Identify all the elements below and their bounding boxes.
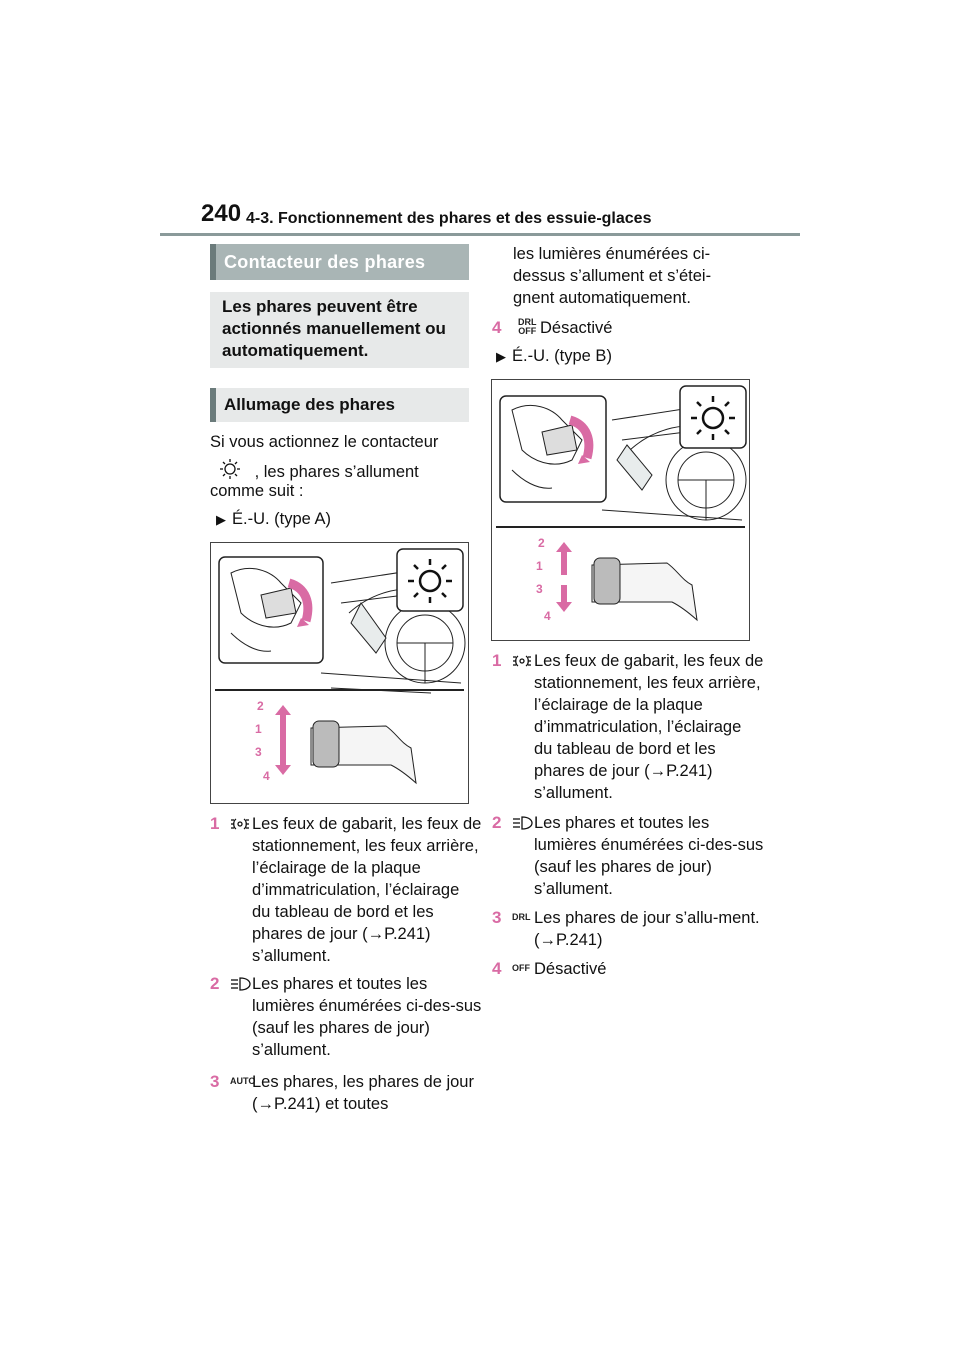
- item-number: 2: [210, 974, 220, 993]
- lead-line-2: , les phares s’allument: [254, 463, 419, 481]
- item-text: Désactivé: [540, 319, 613, 337]
- intro-box: Les phares peuvent être actionnés manuel…: [210, 292, 469, 368]
- figure-a-callout-1: 1: [255, 722, 262, 736]
- figure-b-callout-1: 1: [536, 559, 543, 573]
- header-rule: [160, 233, 800, 236]
- variant-a-label-text: É.-U. (type A): [232, 510, 332, 528]
- headlight-switch-icon: [210, 458, 250, 479]
- variant-b-label-text: É.-U. (type B): [512, 347, 612, 365]
- item-text: Les phares, les phares de jour (→P.241) …: [252, 1073, 474, 1113]
- item-number: 1: [492, 651, 502, 670]
- list-item: 1 Les feux de gabarit, les feux de stati…: [210, 813, 481, 965]
- page-title: Contacteur des phares: [210, 244, 469, 280]
- item-text: Les feux de gabarit, les feux de station…: [252, 815, 482, 965]
- drl-off-icon-top: DRL: [518, 317, 537, 327]
- item-3-continuation: les lumières énumérées ci-dessus s’allum…: [513, 245, 712, 307]
- headlight-icon: [230, 976, 252, 998]
- item-number: 2: [492, 813, 502, 832]
- list-item: 4 OFF Désactivé: [492, 958, 752, 982]
- lead-line-1: Si vous actionnez le contacteur: [210, 433, 439, 451]
- list-item: 3 AUTO Les phares, les phares de jour (→…: [210, 1071, 474, 1115]
- item-number: 4: [492, 959, 502, 978]
- triangle-bullet-icon: ▶: [216, 512, 226, 527]
- list-item: 4 DRL OFF Désactivé: [492, 317, 752, 341]
- item-number: 1: [210, 814, 220, 833]
- section-heading: 4-3. Fonctionnement des phares et des es…: [246, 210, 652, 227]
- item-number: 4: [492, 318, 502, 337]
- item-text: Les feux de gabarit, les feux de station…: [534, 652, 764, 802]
- lead-line-2-wrap: , les phares s’allument: [210, 458, 419, 483]
- figure-a-callout-4: 4: [263, 769, 270, 783]
- lead-line-3: comme suit :: [210, 482, 304, 500]
- off-icon: OFF: [512, 963, 530, 973]
- item-number: 3: [492, 908, 502, 927]
- figure-a-callout-2: 2: [257, 699, 264, 713]
- drl-off-icon-bottom: OFF: [518, 326, 537, 336]
- figure-b-callout-3: 3: [536, 582, 543, 596]
- list-item: 1 Les feux de gabarit, les feux de stati…: [492, 650, 763, 802]
- drl-off-icon: DRL OFF: [518, 318, 537, 336]
- auto-icon: AUTO: [230, 1076, 256, 1086]
- figure-b-callout-4: 4: [544, 609, 551, 623]
- item-text: Les phares et toutes les lumières énumér…: [252, 975, 482, 1059]
- subheading: Allumage des phares: [210, 388, 469, 422]
- parking-lights-icon: [512, 653, 532, 675]
- item-number: 3: [210, 1072, 220, 1091]
- item-text: Les phares de jour s’allu-ment. (→P.241): [534, 909, 760, 949]
- parking-lights-icon: [230, 816, 250, 838]
- item-text: Désactivé: [534, 960, 607, 978]
- headlight-icon: [512, 815, 534, 837]
- figure-a-callout-3: 3: [255, 745, 262, 759]
- list-item: 2 Les phares et toutes les lumières énum…: [210, 973, 481, 1063]
- triangle-bullet-icon: ▶: [496, 349, 506, 364]
- figure-b-callout-2: 2: [538, 536, 545, 550]
- page-number: 240: [201, 200, 242, 227]
- item-text: Les phares et toutes les lumières énumér…: [534, 814, 764, 898]
- variant-b-label: ▶ É.-U. (type B): [496, 345, 612, 368]
- list-item: 2 Les phares et toutes les lumières énum…: [492, 812, 763, 902]
- figure-type-a: 2 1 3 4: [210, 542, 469, 804]
- drl-icon: DRL: [512, 912, 531, 922]
- list-item: 3 DRL Les phares de jour s’allu-ment. (→…: [492, 907, 760, 953]
- variant-a-label: ▶ É.-U. (type A): [216, 508, 331, 531]
- figure-type-b: 2 1 3 4: [491, 379, 750, 641]
